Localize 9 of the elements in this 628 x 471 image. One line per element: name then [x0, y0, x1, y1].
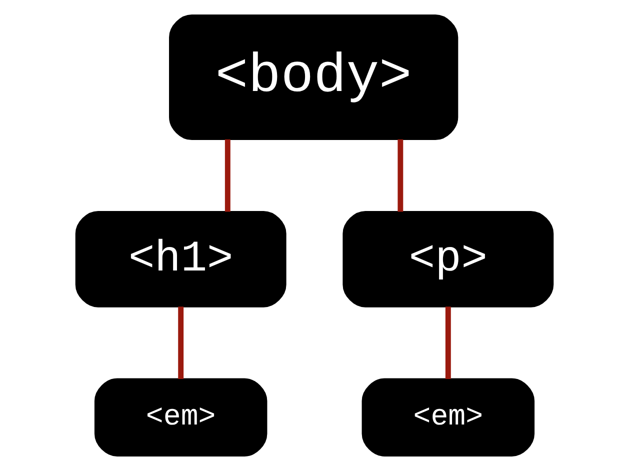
- connector: [397, 139, 403, 212]
- node-box: <h1>: [74, 210, 286, 308]
- node-box: <em>: [361, 378, 534, 456]
- node-box: <p>: [342, 210, 554, 308]
- node-box: <em>: [94, 378, 267, 456]
- node-box: <body>: [168, 14, 458, 140]
- connector: [444, 306, 450, 379]
- connector: [178, 306, 184, 379]
- connector: [224, 139, 230, 212]
